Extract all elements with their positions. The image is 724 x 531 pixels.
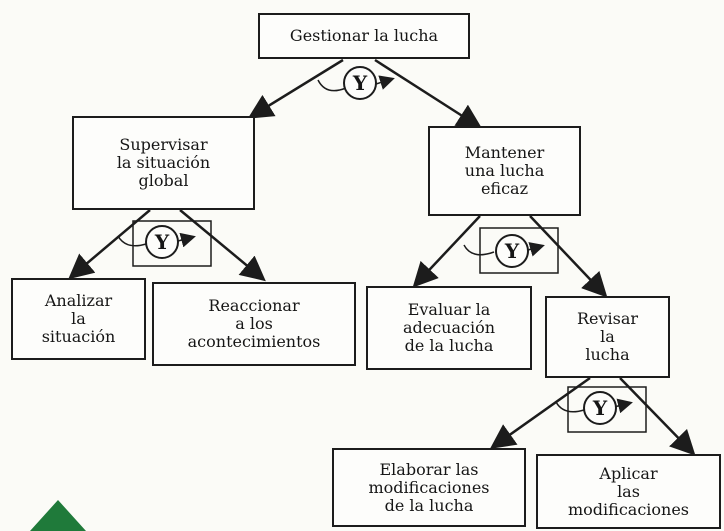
node-label-line: lucha bbox=[585, 345, 630, 364]
and-arc-arrow-supervise bbox=[177, 232, 196, 248]
and-operator-circle-review bbox=[583, 391, 617, 425]
node-label-line: Supervisar bbox=[119, 135, 208, 154]
and-arc-arrow-root bbox=[375, 75, 395, 90]
node-label-line: modificaciones bbox=[567, 499, 690, 519]
and-operator-circle-root bbox=[343, 66, 377, 100]
node-label-line: la bbox=[71, 309, 86, 328]
and-operator-circle-supervise bbox=[145, 225, 179, 259]
edge-maintain-to-review bbox=[529, 215, 608, 298]
node-label-line: Mantener bbox=[464, 143, 545, 162]
and-operator-label-maintain: Y bbox=[504, 239, 520, 263]
and-operator-label-review: Y bbox=[592, 396, 608, 420]
and-operator-frame-supervise bbox=[132, 220, 212, 267]
and-arc-root bbox=[317, 79, 347, 92]
node-label-line: de la lucha bbox=[404, 336, 494, 355]
node-label-line: a los bbox=[235, 314, 273, 333]
node-label-line: situación bbox=[41, 327, 116, 346]
and-arc-arrow-maintain bbox=[527, 242, 545, 257]
edge-review-to-elaborate bbox=[489, 376, 591, 449]
green-triangle-logo bbox=[30, 500, 86, 531]
edge-supervise-to-react bbox=[179, 209, 266, 282]
node-label-line: eficaz bbox=[480, 179, 529, 198]
node-label-line: Aplicar bbox=[599, 463, 658, 483]
node-label-line: Analizar bbox=[44, 291, 113, 310]
edge-review-to-apply bbox=[619, 377, 696, 456]
and-operator-frame-maintain bbox=[479, 227, 559, 274]
and-operator-frame-review bbox=[567, 386, 647, 433]
node-label-line: la situación bbox=[116, 153, 211, 172]
and-operator-label-root: Y bbox=[352, 71, 368, 95]
node-label-line: la bbox=[600, 327, 615, 346]
node-label-line: Gestionar la lucha bbox=[289, 26, 439, 45]
node-label-line: Evaluar la bbox=[407, 300, 491, 319]
node-label-line: una lucha bbox=[464, 161, 545, 180]
node-label-line: Revisar bbox=[576, 309, 639, 328]
and-arc-supervise bbox=[117, 235, 147, 247]
node-root: Gestionar la lucha bbox=[258, 13, 470, 59]
node-label-line: Reaccionar bbox=[208, 296, 300, 315]
node-label-line: acontecimientos bbox=[187, 332, 321, 351]
and-arc-maintain bbox=[463, 244, 495, 256]
node-label-line: global bbox=[138, 171, 189, 190]
edge-root-to-maintain bbox=[374, 58, 483, 129]
edge-root-to-supervise bbox=[247, 58, 344, 119]
and-arc-review bbox=[555, 401, 585, 413]
node-label-line: Elaborar las bbox=[379, 459, 479, 479]
node-label-line: modificaciones bbox=[368, 477, 490, 497]
and-operator-label-supervise: Y bbox=[154, 230, 170, 254]
and-operator-circle-maintain bbox=[495, 234, 529, 268]
node-label-line: las bbox=[617, 481, 640, 501]
node-label-line: adecuación bbox=[402, 318, 496, 337]
edge-maintain-to-evaluate bbox=[412, 215, 481, 288]
node-label-line: de la lucha bbox=[384, 495, 474, 515]
